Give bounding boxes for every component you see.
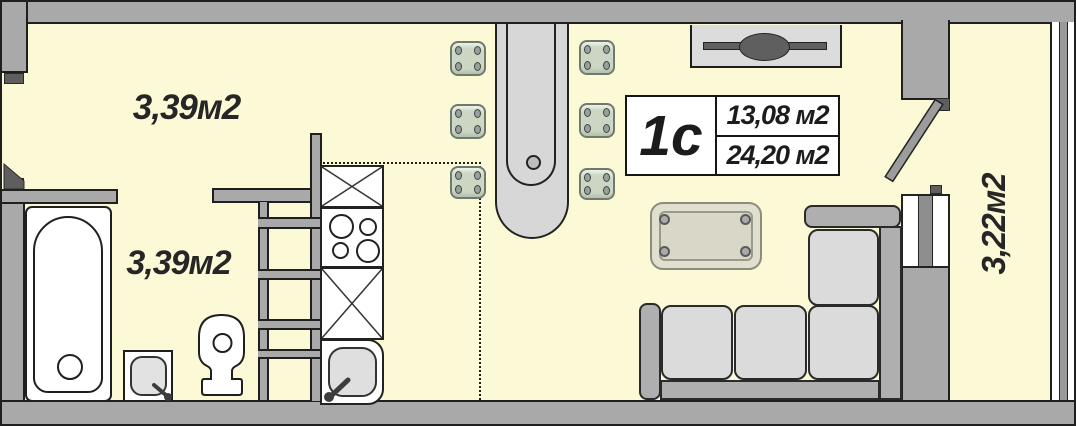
unit-info-box: 1с 13,08 м2 24,20 м2 (625, 95, 840, 176)
sofa-cushion (661, 305, 733, 380)
kitchen-sink-basin (328, 347, 377, 397)
wall-left-lower (2, 189, 25, 400)
bathtub-inner (33, 216, 103, 393)
wall-left-upper-block (2, 2, 28, 73)
stool (579, 40, 615, 75)
toilet-drain (212, 333, 233, 353)
shelf-unit-rung (258, 349, 322, 359)
hall-area-label: 3,39м2 (132, 88, 241, 127)
shelf-unit-left-rail (258, 202, 269, 400)
balcony-glazing (1050, 22, 1074, 400)
sofa-cushion (734, 305, 807, 380)
unit-area-upper: 13,08 м2 (717, 97, 838, 137)
stool (450, 41, 486, 76)
stool (450, 104, 486, 139)
coffee-table-leg (740, 246, 751, 257)
unit-area-lower: 24,20 м2 (726, 139, 829, 170)
entrance-door-jamb-bottom (4, 178, 24, 189)
sofa-armrest-top (804, 205, 901, 228)
stool (579, 103, 615, 138)
sofa-cushion (808, 229, 879, 306)
stove-burner (356, 239, 380, 263)
stool (450, 166, 486, 199)
sofa-cushion (808, 305, 879, 380)
balcony-window-stub (930, 185, 942, 194)
stove-burner (332, 242, 349, 259)
wall-bathroom-top (2, 189, 118, 204)
tv-icon (739, 33, 790, 61)
kitchen-counter-lower (320, 267, 384, 340)
bathtub-drain (57, 354, 83, 380)
coffee-table-top (659, 211, 753, 261)
wall-balcony-block (901, 20, 950, 100)
balcony-window-frame-bar (918, 196, 933, 266)
shelf-unit-rung (258, 269, 322, 280)
bathroom-sink (123, 350, 173, 402)
shelf-unit-rung (258, 319, 322, 330)
wall-top (2, 2, 1074, 24)
coffee-table-leg (659, 246, 670, 257)
tv-stand (690, 25, 842, 68)
toilet (198, 313, 245, 396)
wall-bottom (2, 400, 1074, 424)
kitchen-zone-boundary-horizontal (320, 162, 481, 164)
entrance-door-jamb-top (4, 73, 24, 84)
coffee-table-leg (659, 214, 670, 225)
bathtub (25, 206, 112, 402)
kitchen-counter-upper (320, 165, 384, 208)
sofa-armrest-left (639, 303, 661, 400)
stove-burner (329, 214, 354, 239)
coffee-table-leg (740, 214, 751, 225)
wall-balcony-lower (901, 268, 950, 400)
dining-table-inner (506, 24, 556, 186)
shelf-unit-rung (258, 217, 322, 229)
balcony-glazing-bar (1059, 22, 1068, 400)
wall-divider-top (212, 188, 322, 203)
balcony-door-hinge (934, 98, 950, 111)
balcony-door-leaf (884, 98, 944, 183)
sofa-base-bottom (660, 380, 880, 400)
unit-type-label: 1с (627, 97, 717, 174)
balcony-area-label: 3,22м2 (975, 173, 1012, 275)
dining-table-knob (526, 155, 541, 170)
stove-burner (359, 218, 377, 236)
bathroom-sink-basin (130, 356, 167, 396)
balcony-window-block (901, 194, 950, 268)
kitchen-zone-boundary-vertical (479, 162, 481, 400)
stove (320, 207, 384, 268)
stool (579, 168, 615, 200)
sofa-back-right (879, 226, 902, 400)
dining-table (495, 24, 569, 239)
coffee-table (650, 202, 762, 270)
kitchen-sink-unit (320, 339, 384, 405)
bathroom-area-label: 3,39м2 (126, 244, 231, 282)
